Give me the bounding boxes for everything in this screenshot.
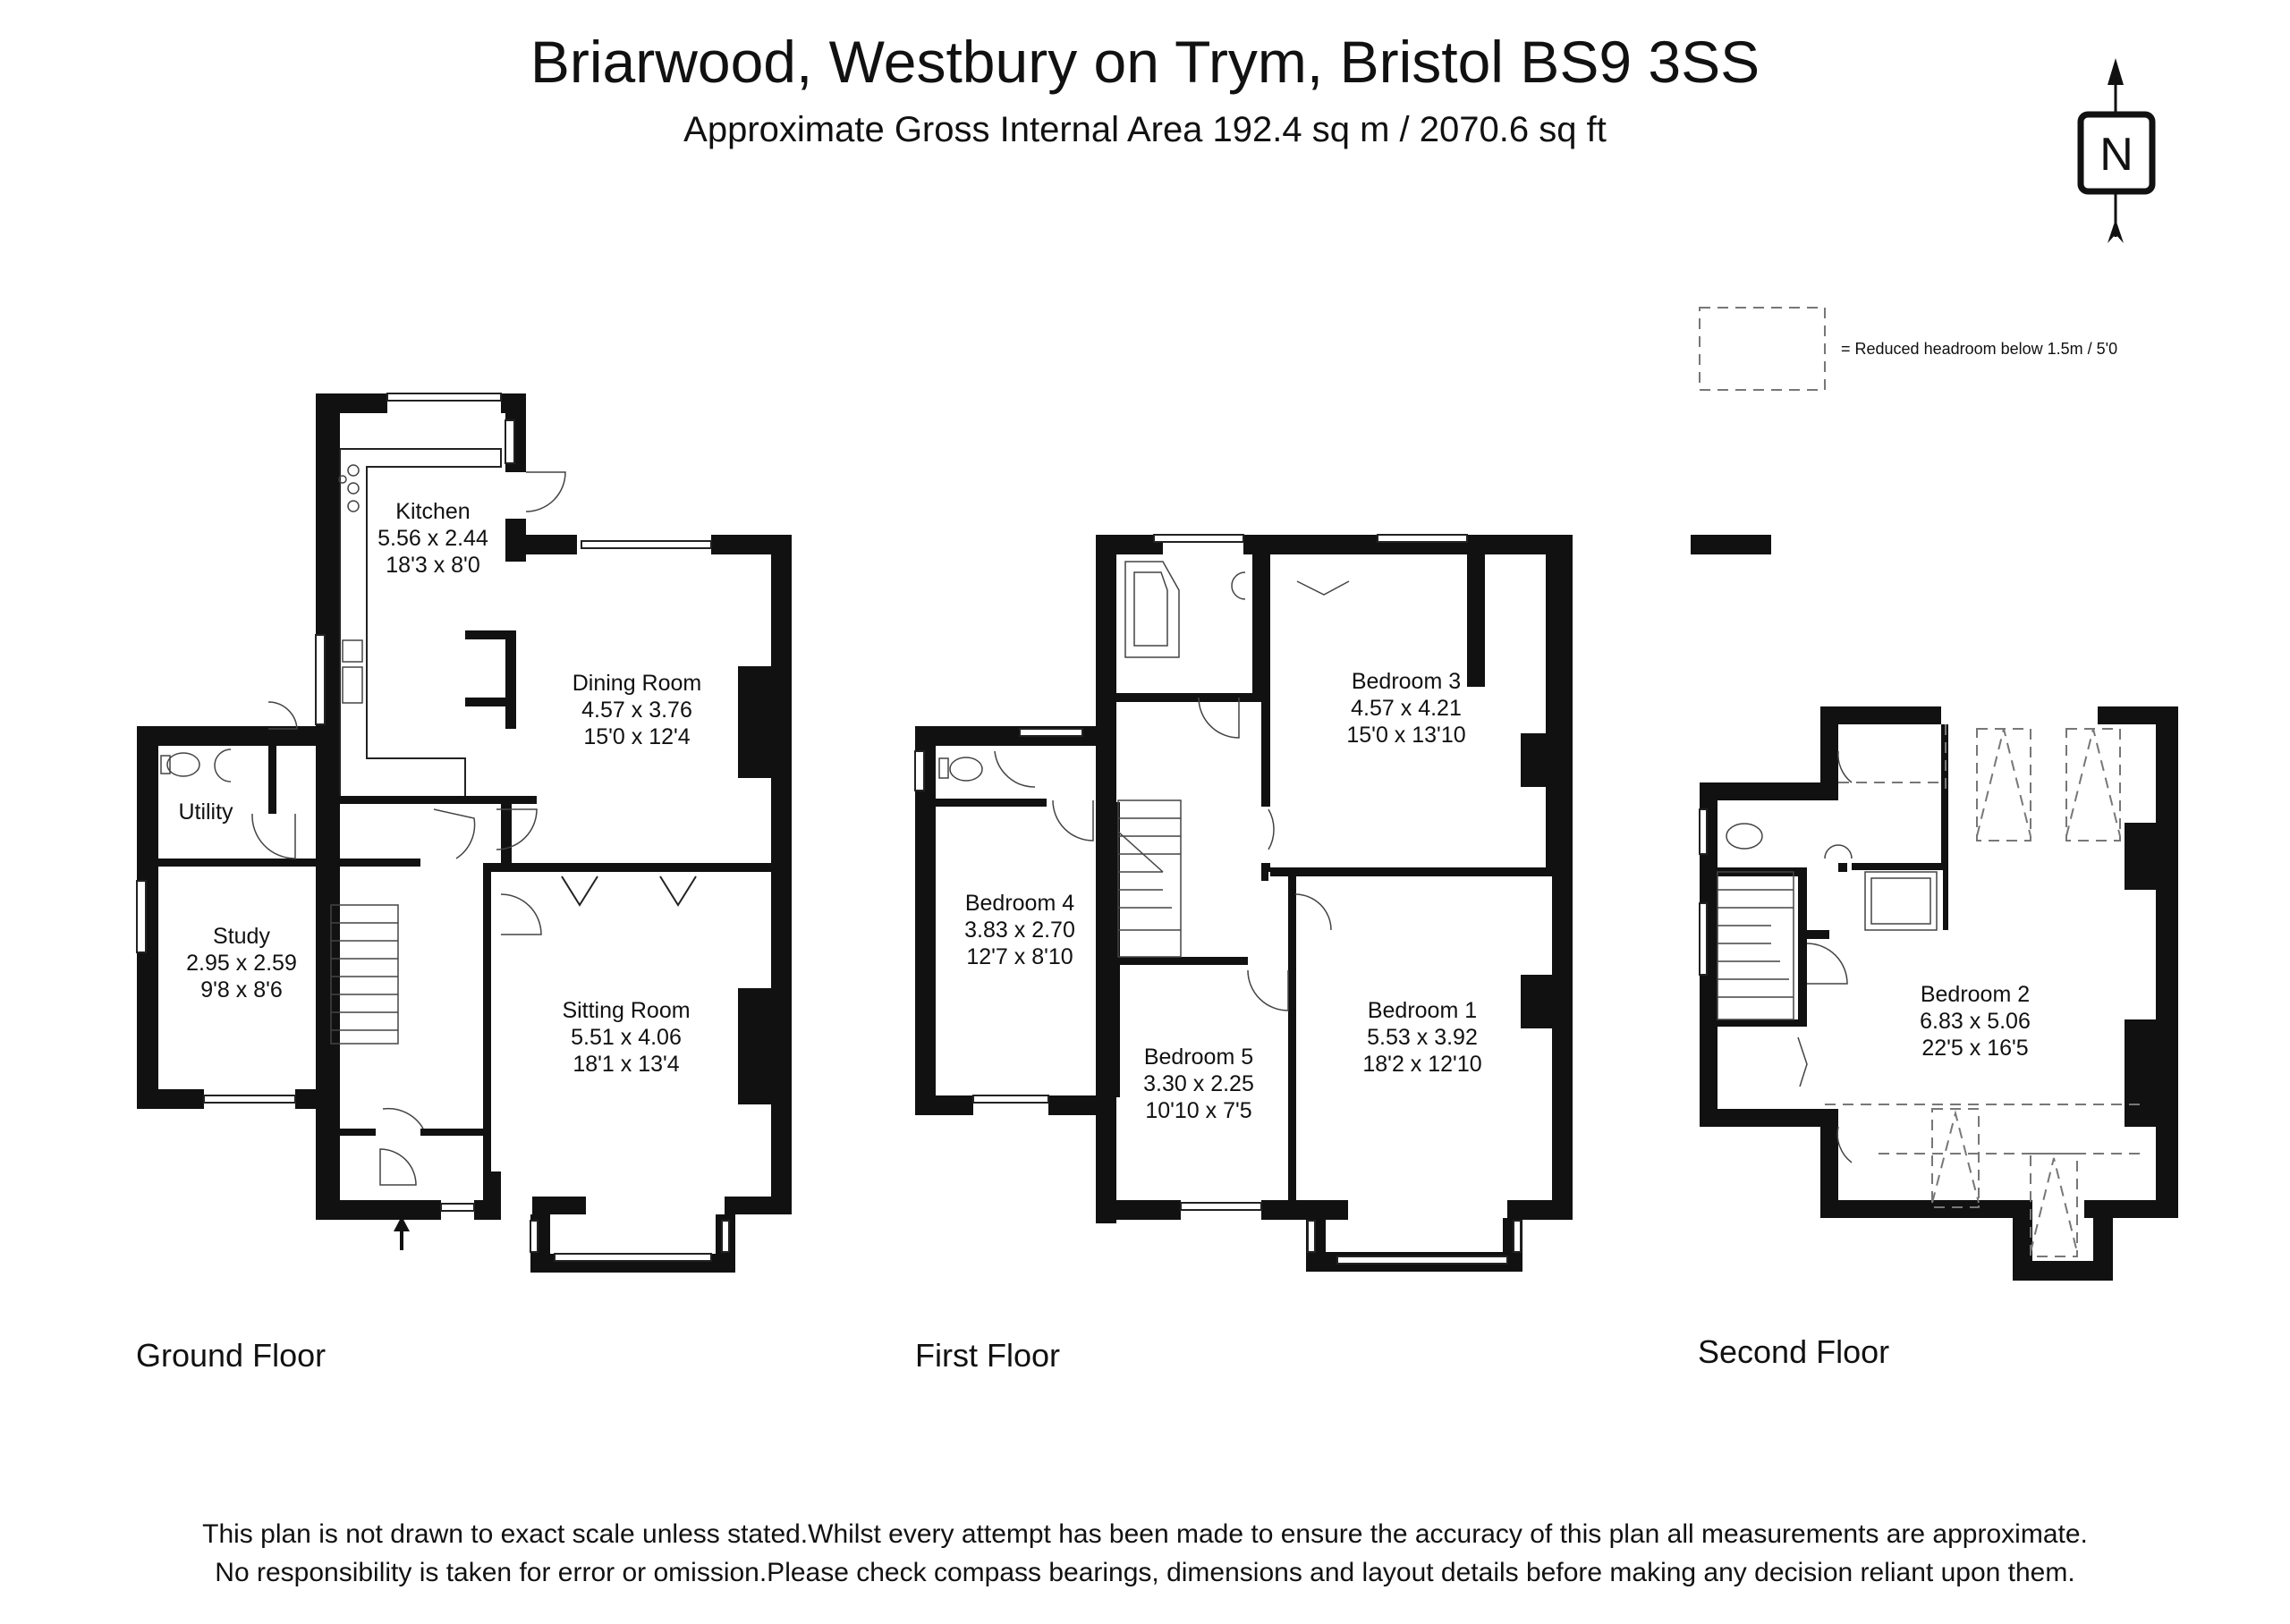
room-dining-metric: 4.57 x 3.76 bbox=[581, 698, 692, 723]
headroom-legend: = Reduced headroom below 1.5m / 5'0 bbox=[1699, 307, 2117, 391]
room-bedroom5-name: Bedroom 5 bbox=[1144, 1045, 1253, 1070]
ground-floor-plan: Kitchen 5.56 x 2.44 18'3 x 8'0 Dining Ro… bbox=[136, 393, 792, 1374]
room-bedroom2-name: Bedroom 2 bbox=[1921, 982, 2030, 1007]
room-utility-name: Utility bbox=[178, 799, 233, 825]
room-bedroom1-imperial: 18'2 x 12'10 bbox=[1362, 1052, 1481, 1077]
room-bedroom4-imperial: 12'7 x 8'10 bbox=[966, 944, 1073, 969]
room-bedroom3-imperial: 15'0 x 13'10 bbox=[1346, 723, 1465, 748]
room-bedroom2-imperial: 22'5 x 16'5 bbox=[1921, 1036, 2028, 1061]
room-bedroom3-metric: 4.57 x 4.21 bbox=[1351, 696, 1462, 721]
entrance-arrow-icon bbox=[394, 1216, 410, 1250]
first-floor-label: First Floor bbox=[915, 1337, 1060, 1374]
room-study-name: Study bbox=[213, 924, 270, 949]
legend-text: = Reduced headroom below 1.5m / 5'0 bbox=[1841, 340, 2117, 358]
room-kitchen-name: Kitchen bbox=[395, 499, 470, 524]
room-bedroom4-metric: 3.83 x 2.70 bbox=[964, 918, 1075, 943]
room-bedroom5-imperial: 10'10 x 7'5 bbox=[1145, 1098, 1251, 1123]
room-bedroom1-name: Bedroom 1 bbox=[1368, 998, 1477, 1023]
disclaimer-line-2: No responsibility is taken for error or … bbox=[215, 1558, 2074, 1587]
room-bedroom2-metric: 6.83 x 5.06 bbox=[1920, 1009, 2031, 1034]
room-study-metric: 2.95 x 2.59 bbox=[186, 951, 297, 976]
north-compass-icon: N bbox=[2077, 58, 2156, 243]
second-floor-plan: Bedroom 2 6.83 x 5.06 22'5 x 16'5 Second… bbox=[1698, 706, 2178, 1370]
first-floor-plan: Bedroom 3 4.57 x 4.21 15'0 x 13'10 Bedro… bbox=[914, 534, 1771, 1374]
plan-title: Briarwood, Westbury on Trym, Bristol BS9… bbox=[530, 29, 1760, 95]
room-kitchen-imperial: 18'3 x 8'0 bbox=[386, 553, 479, 578]
room-bedroom5-metric: 3.30 x 2.25 bbox=[1143, 1071, 1254, 1096]
disclaimer-line-1: This plan is not drawn to exact scale un… bbox=[202, 1519, 2088, 1549]
room-sitting-imperial: 18'1 x 13'4 bbox=[572, 1052, 679, 1077]
plan-subtitle: Approximate Gross Internal Area 192.4 sq… bbox=[683, 110, 1607, 149]
room-dining-imperial: 15'0 x 12'4 bbox=[583, 724, 690, 749]
room-sitting-name: Sitting Room bbox=[562, 998, 690, 1023]
room-dining-name: Dining Room bbox=[572, 671, 702, 696]
room-kitchen-metric: 5.56 x 2.44 bbox=[377, 526, 488, 551]
room-bedroom4-name: Bedroom 4 bbox=[965, 891, 1074, 916]
legend-dashed-box bbox=[1699, 307, 1826, 391]
room-bedroom3-name: Bedroom 3 bbox=[1352, 669, 1461, 694]
room-sitting-metric: 5.51 x 4.06 bbox=[571, 1025, 682, 1050]
second-floor-label: Second Floor bbox=[1698, 1333, 1889, 1370]
ground-floor-label: Ground Floor bbox=[136, 1337, 326, 1374]
room-bedroom1-metric: 5.53 x 3.92 bbox=[1367, 1025, 1478, 1050]
room-study-imperial: 9'8 x 8'6 bbox=[200, 977, 283, 1002]
compass-letter: N bbox=[2099, 129, 2133, 181]
